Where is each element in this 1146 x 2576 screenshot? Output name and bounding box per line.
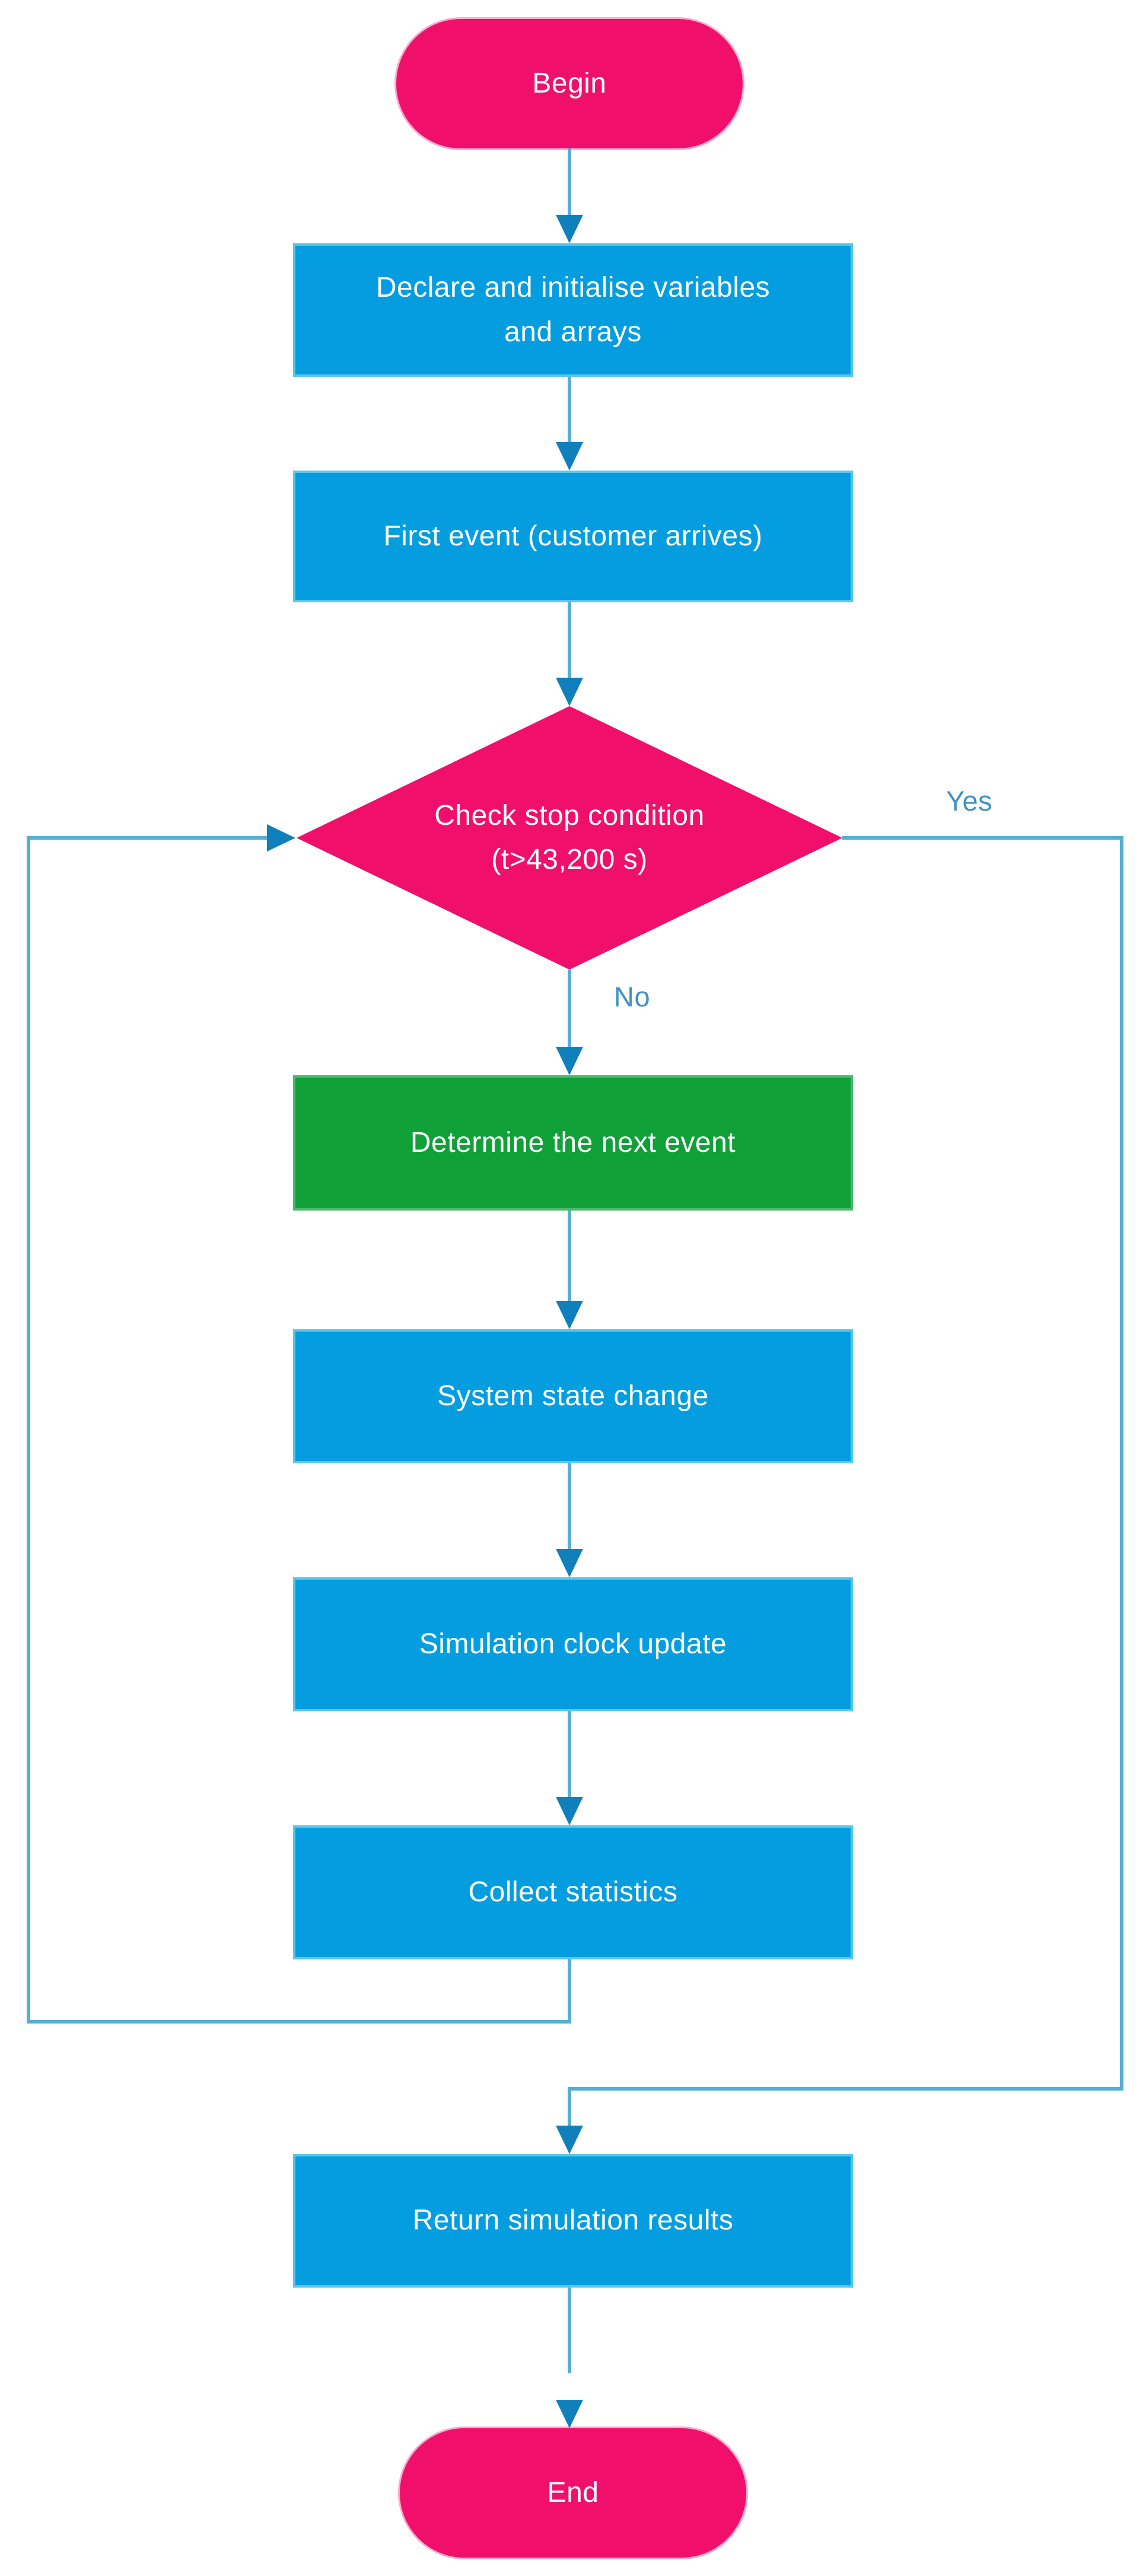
process-sim-clock-label: Simulation clock update bbox=[419, 1628, 727, 1660]
process-declare-label: Declare and initialise variables and arr… bbox=[375, 272, 771, 348]
connector-begin-declare bbox=[568, 148, 571, 217]
process-collect-stats-label: Collect statistics bbox=[468, 1876, 678, 1908]
terminator-end: End bbox=[400, 2428, 746, 2558]
process-first-event-label: First event (customer arrives) bbox=[383, 520, 763, 552]
connector-first-event-decision bbox=[568, 602, 571, 680]
arrowhead-down-icon bbox=[556, 442, 583, 471]
connector-yes-into-return bbox=[568, 2087, 571, 2130]
process-determine-next-event: Determine the next event bbox=[293, 1075, 853, 1211]
arrowhead-down-icon bbox=[556, 1047, 583, 1075]
process-collect-statistics: Collect statistics bbox=[293, 1825, 853, 1959]
process-return-results-label: Return simulation results bbox=[412, 2205, 734, 2237]
terminator-begin-label: Begin bbox=[532, 67, 607, 99]
connector-loop-top-horizontal bbox=[27, 836, 270, 840]
terminator-end-label: End bbox=[547, 2476, 599, 2508]
process-determine-label: Determine the next event bbox=[410, 1126, 736, 1158]
arrowhead-down-icon bbox=[556, 1301, 583, 1329]
process-declare-initialise: Declare and initialise variables and arr… bbox=[293, 243, 853, 377]
edge-label-no: No bbox=[614, 981, 651, 1012]
connector-yes-top-horizontal bbox=[842, 836, 1123, 840]
connector-loop-bottom-horizontal bbox=[27, 2020, 571, 2024]
connector-declare-first-event bbox=[568, 377, 571, 444]
arrowhead-right-icon bbox=[267, 824, 295, 852]
process-simulation-clock-update: Simulation clock update bbox=[293, 1577, 853, 1711]
process-first-event: First event (customer arrives) bbox=[293, 471, 853, 602]
decision-check-stop: Check stop condition (t>43,200 s) bbox=[297, 706, 842, 970]
connector-return-end bbox=[568, 2288, 571, 2373]
connector-decision-no-branch bbox=[568, 970, 571, 1049]
process-system-state-change: System state change bbox=[293, 1329, 853, 1463]
arrowhead-down-icon bbox=[556, 1549, 583, 1577]
arrowhead-down-icon bbox=[556, 1797, 583, 1825]
connector-sim-clock-collect-stats bbox=[568, 1711, 571, 1799]
arrowhead-down-icon bbox=[556, 2126, 583, 2154]
arrowhead-down-icon bbox=[556, 678, 583, 706]
terminator-begin: Begin bbox=[396, 19, 743, 148]
decision-label-line2: (t>43,200 s) bbox=[491, 844, 648, 875]
connector-yes-bottom-horizontal bbox=[568, 2087, 1123, 2091]
process-system-state-label: System state change bbox=[437, 1380, 709, 1412]
decision-label-line1: Check stop condition bbox=[434, 799, 705, 831]
connector-system-state-sim-clock bbox=[568, 1463, 571, 1551]
connector-yes-right-vertical bbox=[1120, 836, 1123, 2091]
connector-determine-system-state bbox=[568, 1211, 571, 1303]
connector-loop-left-vertical bbox=[27, 838, 30, 2024]
connector-collect-stats-loop-down bbox=[568, 1959, 571, 2024]
edge-label-yes: Yes bbox=[946, 785, 993, 817]
arrowhead-down-icon bbox=[556, 2400, 583, 2428]
arrowhead-down-icon bbox=[556, 215, 583, 243]
process-return-simulation-results: Return simulation results bbox=[293, 2154, 853, 2288]
